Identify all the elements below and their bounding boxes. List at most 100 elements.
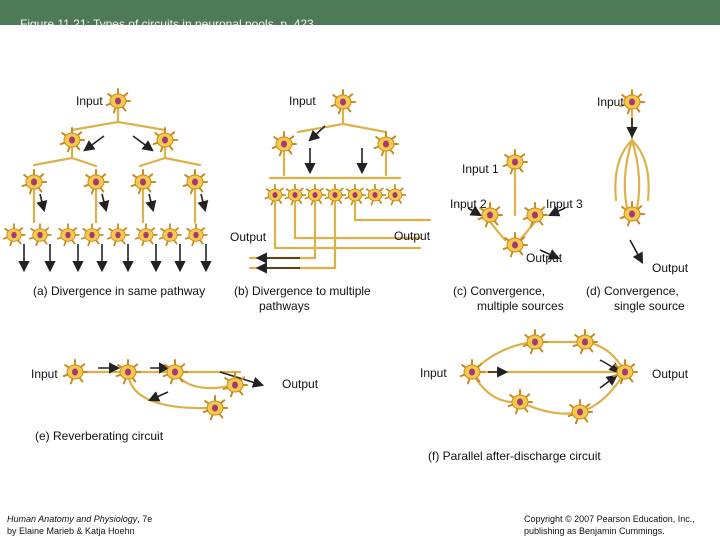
arrow: [36, 193, 48, 213]
neuron: [507, 389, 533, 415]
nucleus: [629, 98, 635, 106]
label-f-input: Input: [420, 366, 447, 380]
label-f-output: Output: [652, 367, 689, 381]
neuron: [106, 223, 130, 247]
axon-layer: [32, 106, 650, 415]
neuron: [80, 223, 104, 247]
arrow: [629, 239, 644, 264]
caption-b-line1: (b) Divergence to multiple: [234, 284, 371, 298]
neuron: [284, 183, 307, 206]
nucleus: [577, 408, 583, 416]
footer-copyright-line1: Copyright © 2007 Pearson Education, Inc.…: [524, 514, 695, 524]
caption-b: (b) Divergence to multiple pathways: [234, 284, 371, 314]
arrow: [147, 391, 169, 402]
nucleus: [192, 178, 198, 186]
neuron: [2, 223, 26, 247]
neuron: [612, 359, 638, 385]
neuron: [184, 223, 208, 247]
axon: [268, 150, 402, 180]
axon: [32, 146, 202, 168]
nucleus: [512, 241, 518, 249]
neuron: [271, 131, 297, 157]
axon: [296, 108, 388, 134]
neuron: [62, 359, 88, 385]
footer-authors: by Elaine Marieb & Katja Hoehn: [7, 526, 135, 536]
nucleus: [352, 192, 358, 198]
neuron: [502, 232, 528, 258]
nucleus: [193, 231, 199, 239]
arrow: [83, 135, 105, 152]
arrow: [467, 205, 482, 217]
neuron: [182, 169, 208, 195]
neuron: [373, 131, 399, 157]
caption-c-line2: multiple sources: [477, 299, 564, 313]
footer-book-line1: Human Anatomy and Physiology, 7e: [7, 513, 152, 525]
nucleus: [532, 338, 538, 346]
nucleus: [69, 136, 75, 144]
nucleus: [232, 381, 238, 389]
label-a-input: Input: [76, 94, 103, 108]
caption-b-line2: pathways: [259, 299, 310, 313]
caption-d-line2: single source: [614, 299, 685, 313]
neuron: [222, 372, 248, 398]
label-b-output-right: Output: [394, 229, 431, 243]
nucleus: [383, 140, 389, 148]
caption-e-text: (e) Reverberating circuit: [35, 429, 164, 443]
neuron: [83, 169, 109, 195]
arrow: [308, 125, 326, 142]
neuron: [105, 88, 131, 114]
nucleus: [340, 98, 346, 106]
nucleus: [11, 231, 17, 239]
nucleus: [582, 338, 588, 346]
neuron: [59, 127, 85, 153]
neuron: [158, 223, 182, 247]
nucleus: [272, 192, 278, 198]
nucleus: [332, 192, 338, 198]
label-e-output: Output: [282, 377, 319, 391]
nucleus: [372, 192, 378, 198]
nucleus: [512, 158, 518, 166]
neuron: [459, 359, 485, 385]
arrow: [145, 193, 157, 213]
neuron: [344, 183, 367, 206]
arrow: [539, 249, 561, 260]
header-bar: Figure 11.21: Types of circuits in neuro…: [0, 0, 720, 25]
arrow: [98, 193, 110, 213]
nucleus: [487, 211, 493, 219]
nucleus: [312, 192, 318, 198]
footer-edition: , 7e: [137, 514, 153, 524]
arrow-layer: [18, 118, 644, 402]
neuron: [264, 183, 287, 206]
neuron: [522, 202, 548, 228]
arrow: [547, 206, 566, 217]
label-d-input: Input: [597, 95, 624, 109]
nucleus: [72, 368, 78, 376]
nucleus: [517, 398, 523, 406]
nucleus: [392, 192, 398, 198]
neuron: [56, 223, 80, 247]
nucleus: [125, 368, 131, 376]
nucleus: [115, 97, 121, 105]
nucleus: [140, 178, 146, 186]
nucleus: [65, 231, 71, 239]
caption-d: (d) Convergence, single source: [586, 284, 685, 314]
neuron: [202, 395, 228, 421]
nucleus: [532, 211, 538, 219]
label-d-output: Output: [652, 261, 689, 275]
neuron: [619, 201, 645, 227]
neuron: [21, 169, 47, 195]
figure-title: Figure 11.21: Types of circuits in neuro…: [20, 17, 314, 25]
arrow: [219, 371, 265, 388]
nucleus: [162, 136, 168, 144]
nucleus: [629, 210, 635, 218]
label-c-input-2: Input 2: [450, 197, 487, 211]
nucleus: [281, 140, 287, 148]
label-c-input-3: Input 3: [546, 197, 583, 211]
nucleus: [89, 231, 95, 239]
footer-copyright-line2: publishing as Benjamin Cummings.: [524, 526, 665, 536]
neuron: [162, 359, 188, 385]
arrow: [197, 193, 209, 213]
caption-c-line1: (c) Convergence,: [453, 284, 546, 298]
arrow: [599, 374, 618, 389]
